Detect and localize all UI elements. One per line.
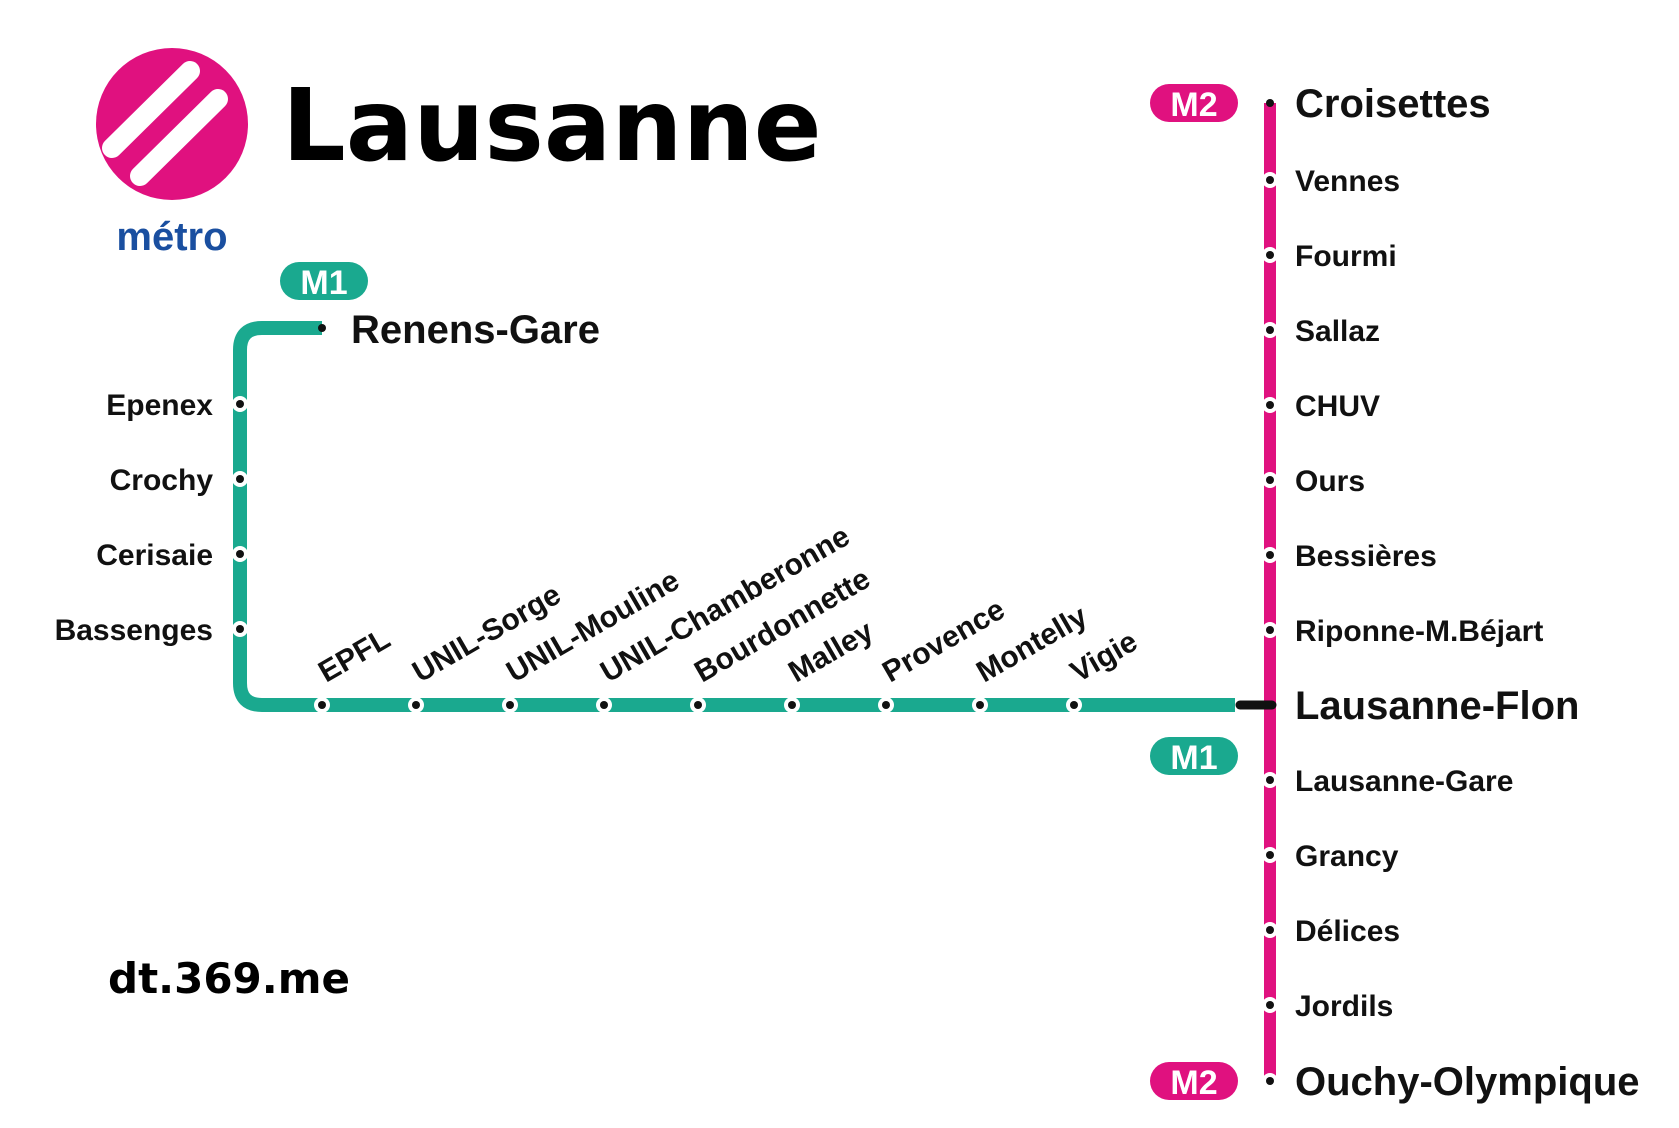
metro-logo-icon (96, 48, 248, 200)
svg-text:M2: M2 (1170, 86, 1217, 124)
svg-text:Renens-Gare: Renens-Gare (351, 308, 600, 352)
m2-badge-bottom: M2 (1150, 1062, 1238, 1102)
station-grancy: Grancy (1262, 840, 1399, 873)
station-crochy: Crochy (110, 464, 248, 497)
svg-text:M1: M1 (1170, 739, 1217, 777)
svg-text:Croisettes: Croisettes (1295, 82, 1491, 126)
station-riponne-m-bejart: Riponne-M.Béjart (1262, 615, 1543, 648)
logo-subtitle: métro (116, 215, 227, 259)
svg-text:M2: M2 (1170, 1064, 1217, 1102)
svg-text:Epenex: Epenex (106, 389, 213, 422)
station-croisettes: Croisettes (1266, 82, 1491, 126)
station-epenex: Epenex (106, 389, 248, 422)
svg-text:Lausanne-Gare: Lausanne-Gare (1295, 765, 1513, 798)
svg-text:Vennes: Vennes (1295, 165, 1400, 198)
svg-text:Grancy: Grancy (1295, 840, 1399, 873)
station-jordils: Jordils (1262, 990, 1393, 1023)
station-fourmi: Fourmi (1262, 240, 1397, 273)
station-bessieres: Bessières (1262, 540, 1437, 573)
svg-text:CHUV: CHUV (1295, 390, 1380, 423)
svg-text:Bassenges: Bassenges (55, 614, 213, 647)
m1-line (233, 321, 1235, 712)
m1-badge-top: M1 (280, 262, 368, 302)
svg-text:Ouchy-Olympique: Ouchy-Olympique (1295, 1060, 1640, 1104)
svg-text:Ours: Ours (1295, 465, 1365, 498)
station-cerisaie: Cerisaie (96, 539, 248, 572)
station-vennes: Vennes (1262, 165, 1400, 198)
svg-text:Riponne-M.Béjart: Riponne-M.Béjart (1295, 615, 1543, 648)
station-ours: Ours (1262, 465, 1365, 498)
svg-text:Lausanne-Flon: Lausanne-Flon (1295, 684, 1579, 728)
station-bassenges: Bassenges (55, 614, 248, 647)
svg-text:M1: M1 (300, 264, 347, 302)
station-renens-gare: Renens-Gare (318, 308, 600, 352)
station-lausanne-gare: Lausanne-Gare (1262, 765, 1513, 798)
website-label: dt.369.me (108, 954, 350, 1003)
station-chuv: CHUV (1262, 390, 1380, 423)
m1-badge-flon: M1 (1150, 737, 1238, 777)
svg-text:Cerisaie: Cerisaie (96, 539, 213, 572)
station-delices: Délices (1262, 915, 1400, 948)
station-ouchy-olympique: Ouchy-Olympique (1262, 1060, 1640, 1104)
m2-badge-top: M2 (1150, 84, 1238, 124)
svg-text:Crochy: Crochy (110, 464, 214, 497)
svg-text:EPFL: EPFL (313, 622, 396, 689)
svg-text:Délices: Délices (1295, 915, 1400, 948)
svg-text:Bessières: Bessières (1295, 540, 1437, 573)
station-lausanne-flon: Lausanne-Flon (1295, 684, 1579, 728)
svg-text:Fourmi: Fourmi (1295, 240, 1397, 273)
map-title: Lausanne (282, 67, 822, 184)
svg-text:Jordils: Jordils (1295, 990, 1393, 1023)
station-sallaz: Sallaz (1262, 315, 1380, 348)
svg-text:Sallaz: Sallaz (1295, 315, 1380, 348)
